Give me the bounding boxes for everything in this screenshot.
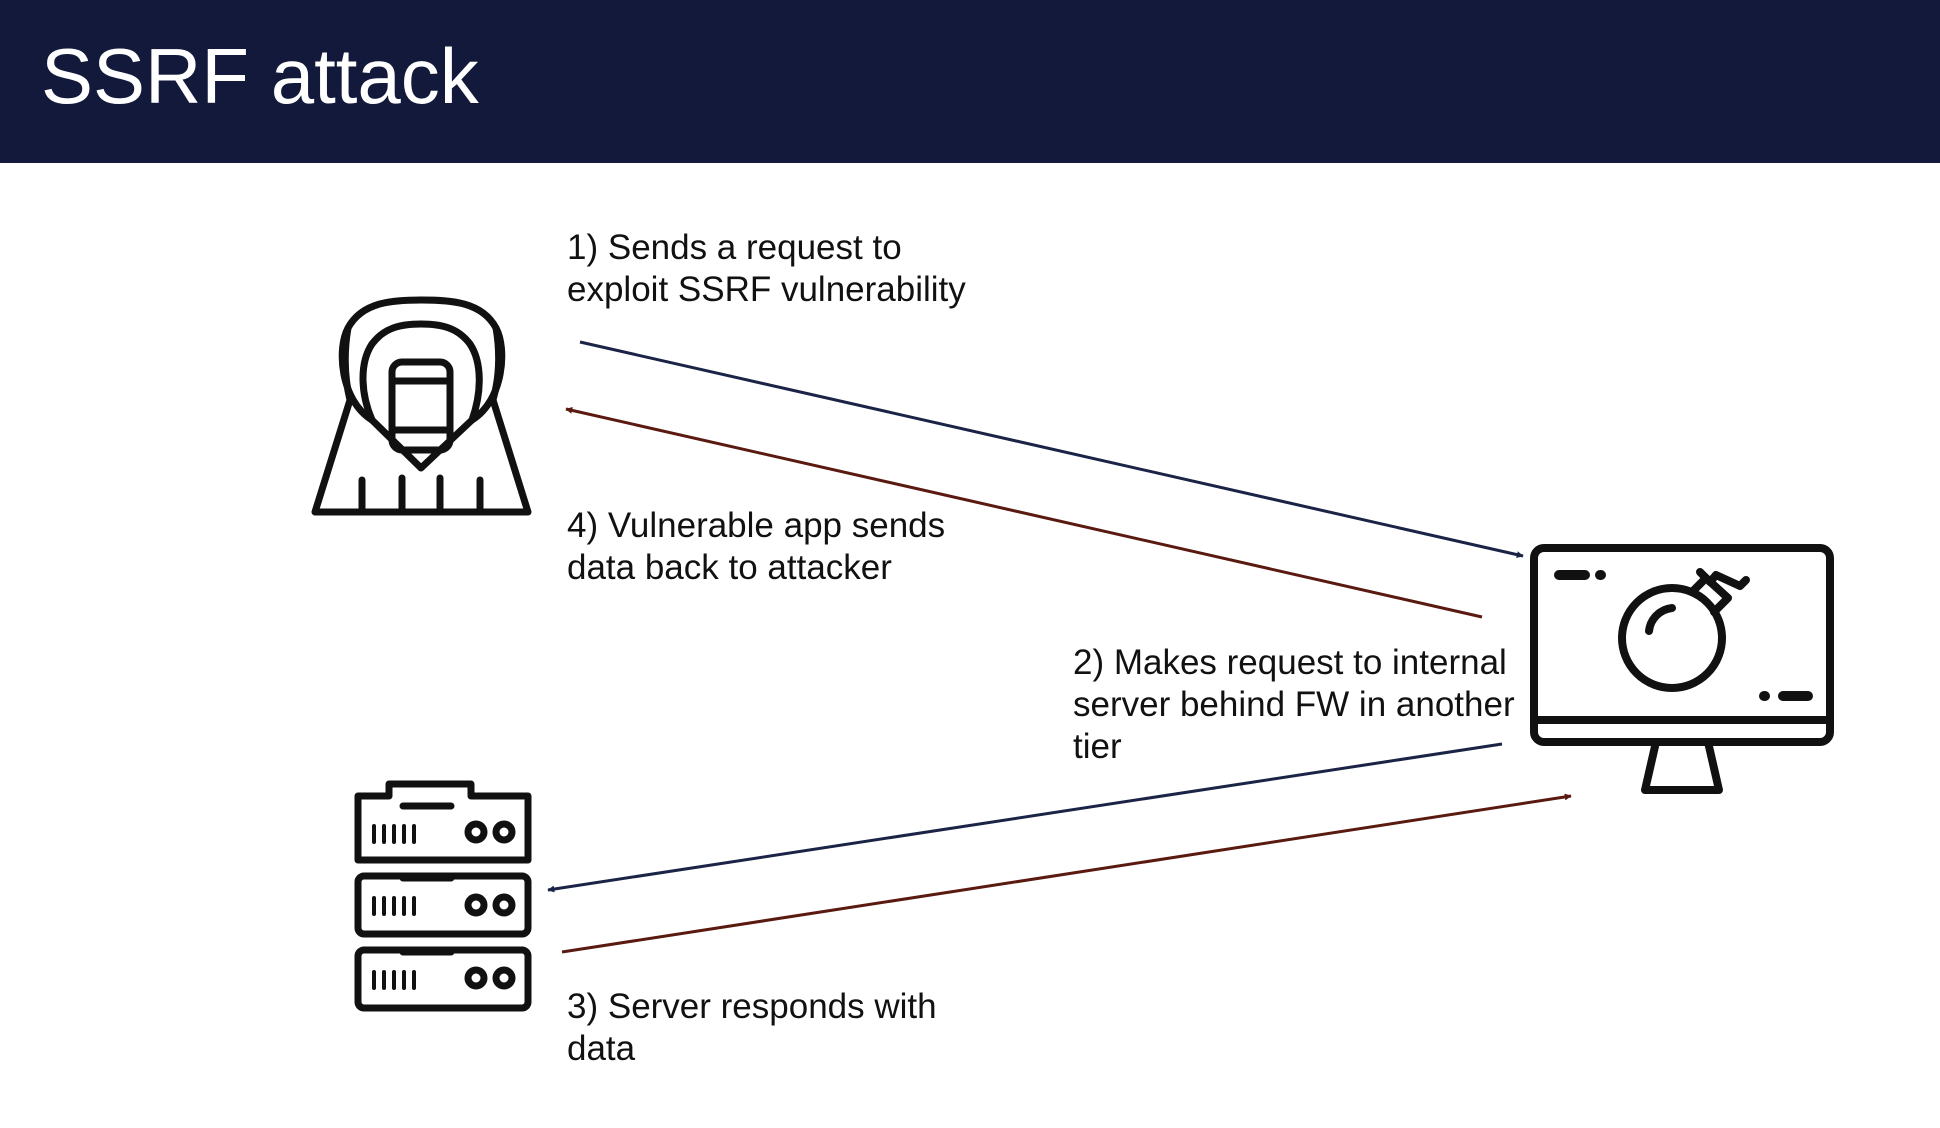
server-rack-icon: [354, 780, 532, 1012]
title-bar: SSRF attack: [0, 0, 1940, 163]
arrow-step-1: [579, 340, 1524, 559]
step-2-label: 2) Makes request to internal server behi…: [1073, 643, 1515, 766]
arrow-step-2: [547, 742, 1503, 893]
step-3-label: 3) Server responds with data: [567, 987, 937, 1068]
arrow-step-3: [561, 793, 1572, 954]
monitor-with-bomb-icon: [1530, 544, 1834, 794]
slide-title: SSRF attack: [41, 32, 479, 120]
step-4-label: 4) Vulnerable app sends data back to att…: [567, 506, 946, 587]
arrow-step-4: [565, 406, 1483, 619]
hooded-hacker-icon: [311, 296, 532, 516]
step-1-label: 1) Sends a request to exploit SSRF vulne…: [567, 228, 966, 309]
